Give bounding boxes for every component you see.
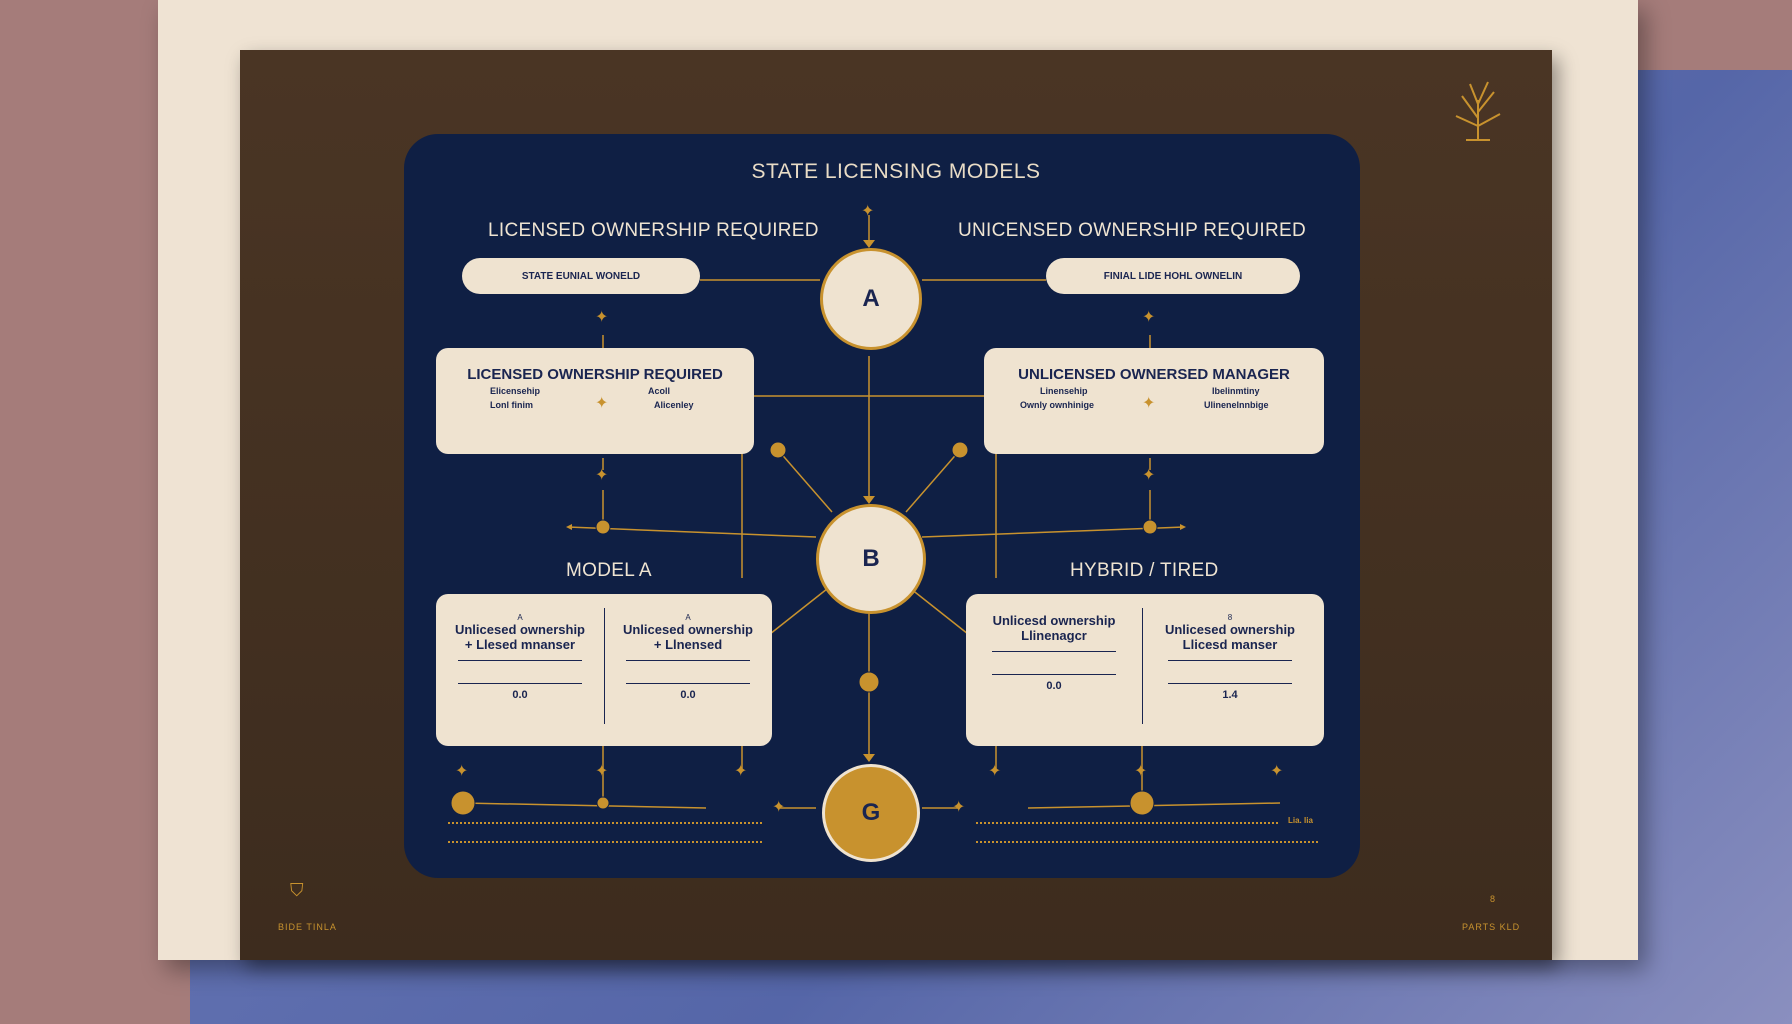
submodel-value: 0.0 — [680, 689, 696, 701]
card-label: Ulinenelnnbige — [1204, 400, 1269, 410]
star-marker-icon: ✦ — [772, 799, 786, 816]
submodel-mark: A — [517, 613, 523, 622]
node-g: G — [822, 764, 920, 862]
star-marker-icon: ✦ — [595, 467, 609, 484]
rule — [458, 660, 582, 661]
rule — [626, 660, 750, 661]
star-marker-icon: ✦ — [1134, 763, 1148, 780]
rule — [458, 683, 582, 684]
header-unlicensed-ownership: UNICENSED OWNERSHIP REQUIRED — [958, 220, 1306, 241]
header-licensed-ownership: LICENSED OWNERSHIP REQUIRED — [488, 220, 819, 241]
submodel-line2: + Llesed mnanser — [464, 637, 576, 652]
submodel-line1: Unlicesed ownership — [622, 622, 754, 637]
rule — [1168, 660, 1292, 661]
node-a: A — [820, 248, 922, 350]
star-marker-icon: ✦ — [455, 763, 469, 780]
card-label: Lonl finim — [490, 400, 533, 410]
card-label: Elicensehip — [490, 386, 541, 396]
star-marker-icon: ✦ — [1142, 395, 1156, 412]
submodel: Unlicesd ownership Llinenagcr 0.0 — [980, 610, 1128, 692]
card-label: Acoll — [648, 386, 671, 396]
card-model-a: A Unlicesed ownership + Llesed mnanser 0… — [436, 594, 772, 746]
card-label: Alicenley — [654, 400, 694, 410]
star-marker-icon: ✦ — [595, 309, 609, 326]
card-divider — [1142, 608, 1143, 724]
submodel: A Unlicesed ownership + Llesed mnanser 0… — [446, 610, 594, 701]
submodel-line2: Llicesd manser — [1182, 637, 1278, 652]
submodel-value: 1.4 — [1222, 689, 1238, 701]
card-title: UNLICENSED OWNERSED MANAGER — [1018, 366, 1290, 383]
submodel-line2: + Llnensed — [653, 637, 723, 652]
submodel: A Unlicesed ownership + Llnensed 0.0 — [614, 610, 762, 701]
pill-left: STATE EUNIAL WONELD — [462, 258, 700, 294]
rule — [1168, 683, 1292, 684]
star-marker-icon: ✦ — [952, 799, 966, 816]
card-label: Ibelinmtiny — [1212, 386, 1260, 396]
rule — [992, 674, 1116, 675]
node-b: B — [816, 504, 926, 614]
submodel-line1: Unlicesed ownership — [454, 622, 586, 637]
card-unlicensed-manager: UNLICENSED OWNERSED MANAGER Linensehip O… — [984, 348, 1324, 454]
card-label: Linensehip — [1040, 386, 1088, 396]
star-marker-icon: ✦ — [1270, 763, 1284, 780]
submodel-line1: Unlicesd ownership — [992, 613, 1116, 628]
star-marker-icon: ✦ — [595, 763, 609, 780]
submodel-mark: 8 — [1227, 613, 1233, 622]
submodel-line2: Llinenagcr — [1021, 628, 1087, 643]
star-marker-icon: ✦ — [1142, 309, 1156, 326]
footer-marker: 8 — [1490, 894, 1497, 904]
star-marker-icon: ✦ — [595, 395, 609, 412]
star-marker-icon: ✦ — [988, 763, 1002, 780]
header-hybrid-tired: HYBRID / TIRED — [1070, 560, 1219, 581]
submodel-value: 0.0 — [1046, 680, 1062, 692]
submodel-mark: A — [685, 613, 691, 622]
rule — [626, 683, 750, 684]
card-hybrid-tired: Unlicesd ownership Llinenagcr 0.0 8 Unli… — [966, 594, 1324, 746]
card-licensed-ownership: LICENSED OWNERSHIP REQUIRED Elicensehip … — [436, 348, 754, 454]
star-marker-icon: ✦ — [1142, 467, 1156, 484]
diagram-title: STATE LICENSING MODELS — [751, 160, 1041, 183]
bottom-right-tiny-label: Lia. Iia — [1288, 816, 1313, 825]
rule — [992, 651, 1116, 652]
card-label: Ownly ownhinige — [1020, 400, 1094, 410]
submodel-line1: Unlicesed ownership — [1164, 622, 1296, 637]
card-title: LICENSED OWNERSHIP REQUIRED — [467, 366, 723, 383]
card-divider — [604, 608, 605, 724]
pill-right: FINIAL LIDE HOHL OWNELIN — [1046, 258, 1300, 294]
submodel: 8 Unlicesed ownership Llicesd manser 1.4 — [1156, 610, 1304, 701]
footer-right-label: PARTS KLD — [1462, 922, 1521, 932]
shield-emblem-icon: ⛉ — [290, 880, 304, 900]
submodel-value: 0.0 — [512, 689, 528, 701]
star-marker-icon: ✦ — [734, 763, 748, 780]
footer-left-label: BIDE TINLA — [278, 922, 337, 932]
header-model-a: MODEL A — [566, 560, 652, 581]
star-marker-icon: ✦ — [861, 203, 875, 220]
